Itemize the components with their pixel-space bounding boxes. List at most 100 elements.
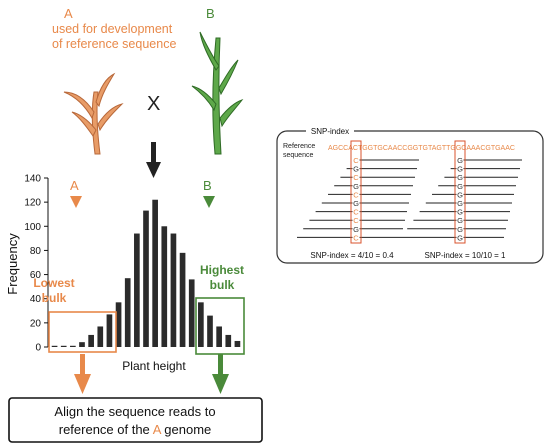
histogram-bar xyxy=(60,345,67,347)
left-allele: G xyxy=(353,165,359,174)
left-allele: C xyxy=(353,233,359,242)
allele-backdrop xyxy=(352,156,360,164)
right-snp-column-box xyxy=(454,140,466,244)
snp-title-backdrop xyxy=(306,125,354,137)
right-allele: G xyxy=(457,165,463,174)
histogram-bar xyxy=(198,302,204,347)
lowest-bulk-arrow xyxy=(74,354,91,394)
histogram-bar xyxy=(152,199,158,347)
allele-backdrop xyxy=(456,164,464,173)
allele-backdrop xyxy=(352,233,360,242)
reference-label-line1: Reference xyxy=(283,143,315,150)
right-snp-index-result: SNP-index = 10/10 = 1 xyxy=(425,251,506,260)
left-allele: C xyxy=(353,190,359,199)
allele-backdrop xyxy=(352,207,360,216)
allele-backdrop xyxy=(456,207,464,216)
allele-backdrop xyxy=(352,224,360,233)
allele-backdrop xyxy=(456,233,464,242)
histogram-bar xyxy=(179,252,186,347)
histogram-bar xyxy=(79,342,85,347)
histogram-bar xyxy=(124,278,131,347)
left-allele: G xyxy=(353,225,359,234)
right-allele: G xyxy=(457,156,463,165)
left-snp-index-result: SNP-index = 4/10 = 0.4 xyxy=(310,251,394,260)
right-allele: G xyxy=(457,208,463,217)
histogram-bar xyxy=(170,233,177,347)
allele-backdrop xyxy=(352,216,360,225)
marker-a-letter: A xyxy=(70,178,79,193)
snp-panel-frame xyxy=(276,130,544,264)
right-allele: G xyxy=(457,225,463,234)
align-genome-highlight: A xyxy=(153,422,162,437)
reference-seq-right: TGGCAAACGTGAAC xyxy=(446,145,515,152)
right-allele: G xyxy=(457,216,463,225)
histogram-bar xyxy=(225,334,232,347)
marker-b-letter: B xyxy=(203,178,212,193)
right-allele: G xyxy=(457,190,463,199)
right-allele: G xyxy=(457,199,463,208)
allele-backdrop xyxy=(456,190,464,199)
allele-backdrop xyxy=(352,164,360,173)
reference-seq-mid: TGGTGCAACCGGTGTAGT xyxy=(358,145,447,152)
allele-backdrop xyxy=(456,181,464,190)
lowest-bulk-label-line1: Lowest xyxy=(33,276,74,290)
lowest-bulk-box xyxy=(48,311,117,353)
histogram-bar xyxy=(207,315,213,347)
reference-label-line2: sequence xyxy=(283,152,313,159)
align-line2-prefix: reference of the xyxy=(59,422,153,437)
y-tick-label: 80 xyxy=(30,246,42,257)
cross-symbol: X xyxy=(147,93,160,115)
align-reads-line2: reference of the A genome xyxy=(59,422,212,437)
allele-backdrop xyxy=(456,224,464,233)
align-reads-line1: Align the sequence reads to xyxy=(54,404,215,419)
histogram-bar xyxy=(106,314,113,347)
lowest-bulk-label-line2: bulk xyxy=(42,291,67,305)
marker-a-arrow-icon xyxy=(70,196,82,208)
reference-seq-left: AGCCAC xyxy=(328,145,358,152)
parent-a-caption-line2: of reference sequence xyxy=(52,37,176,51)
histogram-bar xyxy=(161,226,168,347)
left-snp-column-box xyxy=(350,140,362,244)
left-allele: G xyxy=(353,182,359,191)
align-reads-box xyxy=(8,397,263,443)
allele-backdrop xyxy=(352,173,360,182)
y-tick-label: 140 xyxy=(24,174,41,185)
snp-panel-title: SNP-index xyxy=(311,127,349,136)
left-allele: G xyxy=(353,199,359,208)
allele-backdrop xyxy=(456,173,464,182)
highest-bulk-label-line1: Highest xyxy=(200,263,244,277)
histogram-bar xyxy=(88,334,94,347)
marker-b-arrow-icon xyxy=(203,196,215,208)
cross-to-f2-arrow xyxy=(146,142,161,178)
histogram-bar xyxy=(234,340,241,347)
histogram-bar xyxy=(216,326,222,347)
histogram-bar xyxy=(134,233,140,347)
histogram-bar xyxy=(188,279,195,347)
right-allele: G xyxy=(457,233,463,242)
allele-backdrop xyxy=(352,181,360,190)
left-allele: C xyxy=(353,173,359,182)
histogram-bar xyxy=(70,345,76,347)
align-line2-suffix: genome xyxy=(161,422,212,437)
left-allele: C xyxy=(353,216,359,225)
plant-b-icon xyxy=(191,31,244,155)
x-axis-label: Plant height xyxy=(122,359,186,373)
histogram-bar xyxy=(143,210,149,347)
y-axis-label: Frequency xyxy=(5,233,20,295)
left-allele: C xyxy=(353,156,359,165)
parent-a-caption-line1: used for development xyxy=(52,22,173,36)
right-allele: G xyxy=(457,173,463,182)
y-tick-label: 40 xyxy=(30,294,42,305)
allele-backdrop xyxy=(456,156,464,164)
y-tick-label: 20 xyxy=(30,318,42,329)
right-allele: G xyxy=(457,182,463,191)
snp-index-panel: SNP-index Reference sequence AGCCACTGGTG… xyxy=(276,125,544,264)
parent-b-letter: B xyxy=(206,6,215,21)
histogram-bar xyxy=(115,302,122,347)
y-tick-label: 0 xyxy=(35,343,41,354)
y-tick-label: 100 xyxy=(24,222,41,233)
left-allele: C xyxy=(353,208,359,217)
plant-a-icon xyxy=(63,72,124,155)
